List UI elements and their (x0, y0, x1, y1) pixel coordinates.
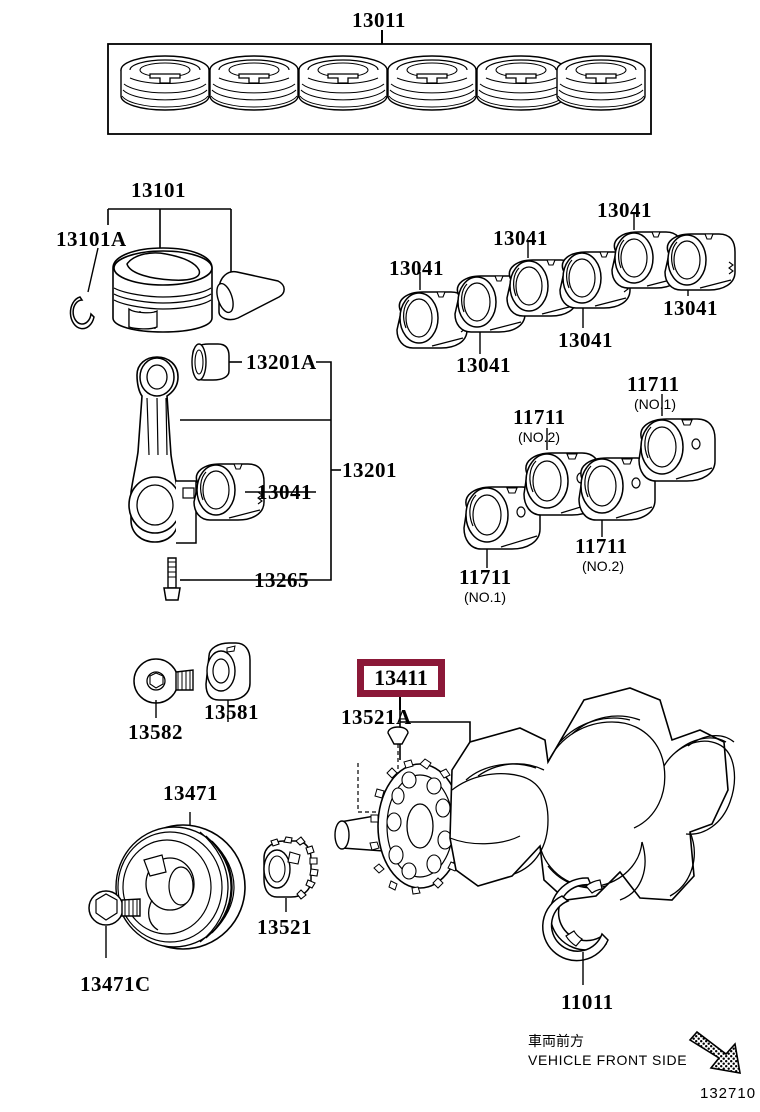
vehicle-front-arrow (688, 1030, 741, 1074)
part-main-bearings (463, 394, 716, 568)
part-crankshaft (334, 687, 736, 901)
label-13471C: 13471C (80, 972, 151, 996)
label-13101A: 13101A (56, 227, 127, 251)
label-13582: 13582 (128, 720, 183, 744)
part-piston-ring-set (107, 30, 652, 135)
label-13201A: 13201A (246, 350, 317, 374)
label-13011: 13011 (352, 8, 406, 32)
part-connecting-rod (128, 343, 341, 601)
label-11711-1-grade: (NO.1) (464, 589, 506, 605)
diagram-id: 132710 (700, 1085, 757, 1102)
part-thrust-washer (541, 877, 609, 985)
label-13041-2: 13041 (456, 353, 511, 377)
label-13521A: 13521A (341, 705, 412, 729)
label-11711-4: 11711 (627, 372, 680, 396)
label-13265: 13265 (254, 568, 309, 592)
part-piston (69, 208, 285, 333)
highlighted-part-13411[interactable]: 13411 (357, 659, 445, 697)
label-13581: 13581 (204, 700, 259, 724)
part-conrod-bearings (396, 213, 736, 354)
label-13471: 13471 (163, 781, 218, 805)
label-11711-1: 11711 (459, 565, 512, 589)
label-11011: 11011 (561, 990, 614, 1014)
label-11711-2-grade: (NO.2) (518, 429, 560, 445)
label-11711-4-grade: (NO.1) (634, 396, 676, 412)
label-13041-3: 13041 (493, 226, 548, 250)
label-13521: 13521 (257, 915, 312, 939)
part-pulley-group (88, 812, 319, 958)
label-11711-3-grade: (NO.2) (582, 558, 624, 574)
label-11711-2: 11711 (513, 405, 566, 429)
vehicle-front-en: VEHICLE FRONT SIDE (528, 1052, 688, 1068)
label-13101: 13101 (131, 178, 186, 202)
label-13411: 13411 (374, 665, 428, 690)
label-13041-4: 13041 (558, 328, 613, 352)
label-13041-conrod: 13041 (257, 480, 312, 504)
label-13041-5: 13041 (597, 198, 652, 222)
part-spacer-group (133, 642, 251, 722)
label-13201: 13201 (342, 458, 397, 482)
label-13041-1: 13041 (389, 256, 444, 280)
label-13041-6: 13041 (663, 296, 718, 320)
label-11711-3: 11711 (575, 534, 628, 558)
vehicle-front-jp: 車両前方 (528, 1034, 584, 1050)
